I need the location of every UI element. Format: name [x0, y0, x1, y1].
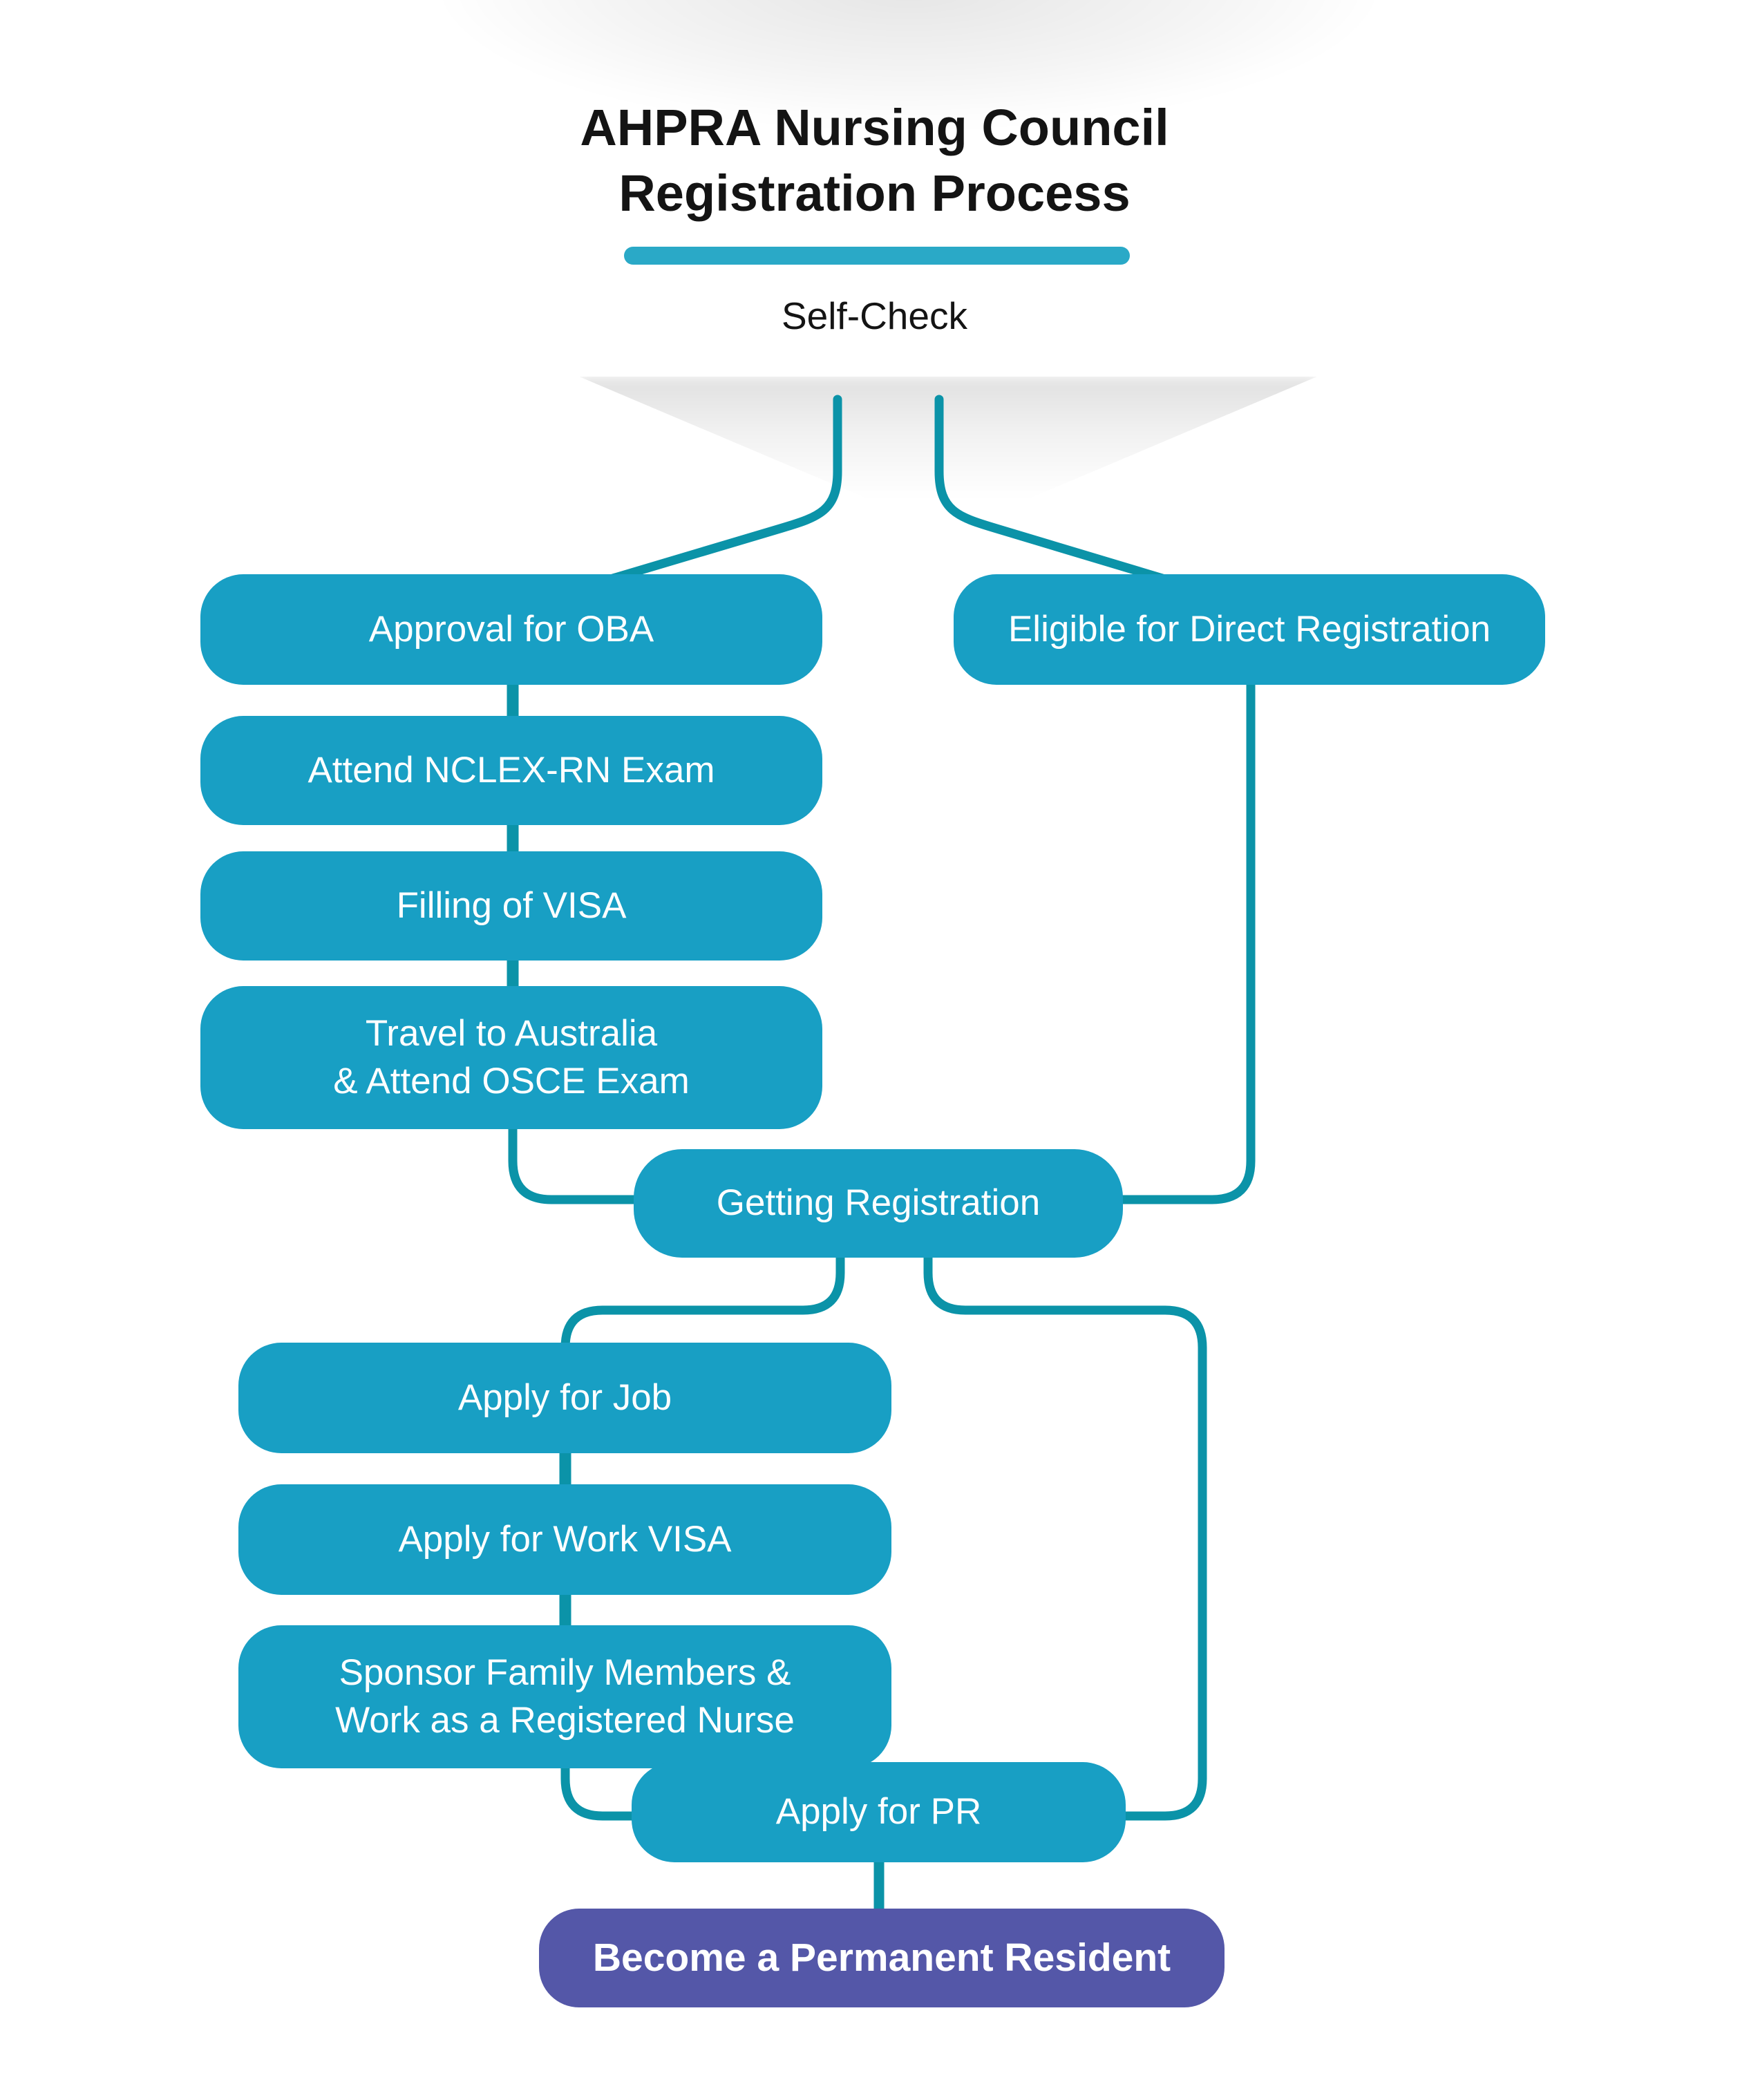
node-attend-nclex-label: Attend NCLEX-RN Exam [308, 749, 715, 791]
node-eligible-direct-registration-label: Eligible for Direct Registration [1008, 608, 1491, 650]
node-apply-pr-label: Apply for PR [775, 1791, 982, 1833]
node-apply-pr: Apply for PR [632, 1762, 1126, 1862]
node-apply-job: Apply for Job [238, 1343, 891, 1453]
node-eligible-direct-registration: Eligible for Direct Registration [954, 574, 1545, 685]
header: AHPRA Nursing Council Registration Proce… [0, 95, 1749, 226]
node-travel-osce-label-line1: Travel to Australia [365, 1012, 658, 1054]
node-attend-nclex: Attend NCLEX-RN Exam [200, 716, 822, 825]
node-become-permanent-resident-label: Become a Permanent Resident [592, 1936, 1171, 1980]
node-approval-oba: Approval for OBA [200, 574, 822, 685]
page-title: AHPRA Nursing Council Registration Proce… [0, 95, 1749, 226]
selfcheck-label: Self-Check [782, 294, 967, 337]
page-title-line1: AHPRA Nursing Council [580, 99, 1169, 156]
node-sponsor-family-label-line1: Sponsor Family Members & [339, 1652, 791, 1693]
connector-eligible-to-registration [1101, 665, 1256, 1204]
connector-travel-to-registration [508, 1108, 661, 1204]
node-filling-visa: Filling of VISA [200, 851, 822, 961]
connector-registration-to-applypr [923, 1239, 1207, 1821]
node-travel-osce: Travel to Australia & Attend OSCE Exam [200, 986, 822, 1129]
node-approval-oba-label: Approval for OBA [368, 608, 654, 650]
node-getting-registration-label: Getting Registration [716, 1182, 1041, 1224]
connector-sponsor-to-applypr [560, 1754, 654, 1821]
node-sponsor-family-label-line2: Work as a Registered Nurse [335, 1699, 795, 1741]
node-become-permanent-resident: Become a Permanent Resident [539, 1909, 1225, 2007]
title-divider-bar [624, 247, 1130, 265]
node-apply-work-visa: Apply for Work VISA [238, 1484, 891, 1595]
node-apply-job-label: Apply for Job [457, 1377, 672, 1418]
node-sponsor-family: Sponsor Family Members & Work as a Regis… [238, 1625, 891, 1768]
node-travel-osce-label-line2: & Attend OSCE Exam [333, 1060, 690, 1101]
node-apply-work-visa-label: Apply for Work VISA [398, 1518, 732, 1560]
connector-registration-to-applyjob [560, 1239, 845, 1370]
page-title-line2: Registration Process [618, 164, 1131, 222]
node-filling-visa-label: Filling of VISA [396, 885, 627, 926]
node-getting-registration: Getting Registration [634, 1149, 1123, 1258]
